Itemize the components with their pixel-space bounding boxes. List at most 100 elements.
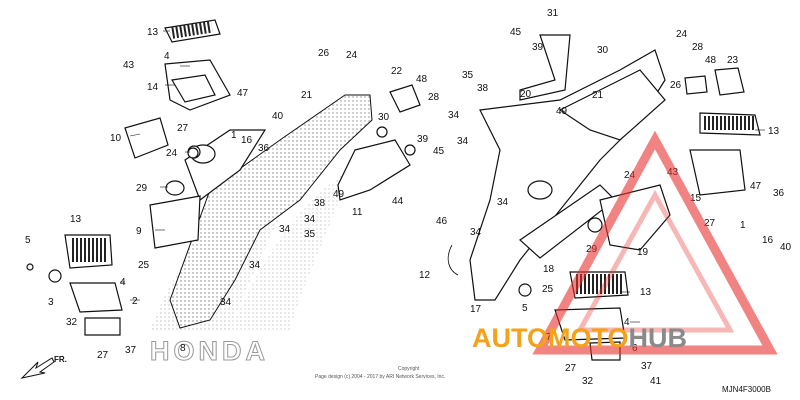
callout: 24 (166, 148, 178, 159)
callout: 46 (436, 216, 448, 227)
callout: 16 (241, 135, 253, 146)
honda-wordmark: HONDA (150, 336, 269, 366)
diagram-code: MJN4F3000B (722, 385, 771, 394)
callout: 47 (750, 181, 762, 192)
callout: 34 (249, 260, 261, 271)
callout: 39 (417, 134, 429, 145)
callout: 1 (231, 130, 237, 141)
callout: 34 (279, 224, 291, 235)
callout: 30 (597, 45, 609, 56)
callout: 16 (762, 235, 774, 246)
callout: 40 (272, 111, 284, 122)
leader-lines (120, 30, 765, 323)
callout: 1 (740, 220, 746, 231)
right-lower-footpeg (518, 271, 629, 361)
callout: 14 (147, 82, 159, 93)
callout: 39 (532, 42, 544, 53)
copyright-text: Page design (c) 2004 - 2017 by ARI Netwo… (315, 374, 445, 380)
callout: 36 (258, 143, 270, 154)
callout: 34 (448, 110, 460, 121)
callout: 4 (624, 317, 630, 328)
callout: 24 (676, 29, 688, 40)
callout: 49 (333, 189, 345, 200)
callout: 18 (543, 264, 555, 275)
callout: 27 (704, 218, 716, 229)
center-small-parts (337, 84, 459, 276)
callout: 21 (301, 90, 313, 101)
callout: 34 (470, 227, 482, 238)
callout: 21 (592, 90, 604, 101)
callout: 37 (125, 345, 137, 356)
callout: 38 (314, 198, 326, 209)
callout: 25 (138, 260, 150, 271)
callout: 24 (346, 50, 358, 61)
callout: 47 (237, 88, 249, 99)
callout: 48 (705, 55, 717, 66)
automotohub-logo-watermark: AUTOMOTOHUB (472, 130, 778, 355)
callout: 34 (220, 297, 232, 308)
callout: 17 (470, 304, 482, 315)
callout: 34 (304, 214, 316, 225)
callout: 5 (25, 235, 31, 246)
callout: 13 (147, 27, 159, 38)
copyright-footer: Copyright Page design (c) 2004 - 2017 by… (315, 366, 445, 380)
callout: 23 (727, 55, 739, 66)
callout: 4 (120, 277, 126, 288)
callout: 27 (565, 363, 577, 374)
callout: 20 (520, 89, 532, 100)
right-upper-footpeg (684, 67, 761, 196)
callout: 29 (136, 183, 148, 194)
callout: 35 (462, 70, 474, 81)
left-lower-footpeg (26, 234, 123, 336)
callout: 31 (547, 8, 559, 19)
callout: 9 (136, 226, 142, 237)
callout: 43 (123, 60, 135, 71)
callout: 34 (457, 136, 469, 147)
callout: 27 (177, 123, 189, 134)
callout: 25 (542, 284, 554, 295)
direction-label: FR. (54, 355, 67, 364)
callout: 32 (66, 317, 78, 328)
callout: 15 (690, 193, 702, 204)
callout: 10 (110, 133, 122, 144)
logo-part-moto: MOTO (548, 323, 629, 353)
callout: 34 (497, 197, 509, 208)
callout: 28 (428, 92, 440, 103)
logo-part-hub: HUB (629, 323, 688, 353)
callout: 38 (477, 83, 489, 94)
callout: 5 (522, 303, 528, 314)
callout: 12 (419, 270, 431, 281)
left-upper-footpeg (124, 19, 231, 159)
copyright-title: Copyright (398, 366, 420, 372)
callout: 4 (164, 51, 170, 62)
callout: 36 (773, 188, 785, 199)
callout: 28 (692, 42, 704, 53)
right-frame-assembly (469, 34, 671, 301)
callout: 27 (97, 350, 109, 361)
callout: 2 (132, 296, 138, 307)
left-frame-assembly (149, 94, 373, 329)
front-direction-arrow: FR. (20, 355, 67, 379)
callout: 44 (392, 196, 404, 207)
callout: 35 (304, 229, 316, 240)
callout: 26 (670, 80, 682, 91)
logo-part-auto: AUTO (472, 323, 548, 353)
callout: 19 (637, 247, 649, 258)
callout: 8 (180, 343, 186, 354)
callout: 45 (433, 146, 445, 157)
logo-triangle-icon (532, 130, 778, 355)
svg-text:AUTOMOTOHUB: AUTOMOTOHUB (472, 323, 687, 353)
callout: 13 (768, 126, 780, 137)
callout: 3 (48, 297, 54, 308)
callout: 40 (780, 242, 792, 253)
callout: 32 (582, 376, 594, 387)
callout: 22 (391, 66, 403, 77)
callout: 49 (556, 106, 568, 117)
callout: 41 (650, 376, 662, 387)
callout: 13 (640, 287, 652, 298)
callout: 24 (624, 170, 636, 181)
callout: 11 (352, 207, 363, 218)
callout: 45 (510, 27, 522, 38)
callout: 26 (318, 48, 330, 59)
